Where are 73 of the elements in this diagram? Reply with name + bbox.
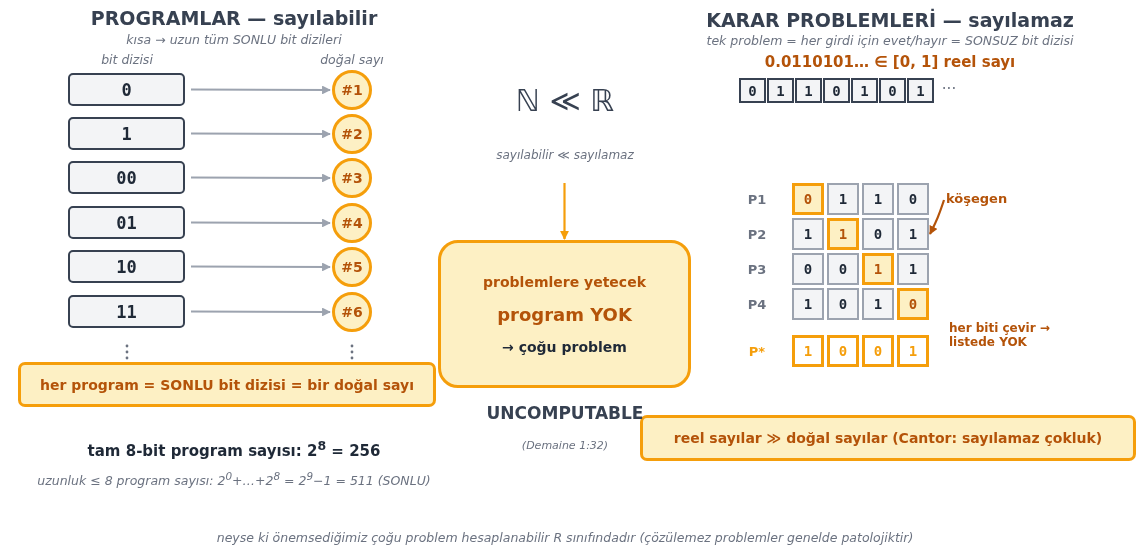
number-circle: #2 <box>332 114 372 154</box>
bit-cell: 1 <box>897 253 929 285</box>
subheading: kısa → uzun tüm SONLU bit dizileri <box>126 31 342 47</box>
diagonal-cell: 0 <box>792 183 824 215</box>
bit-cell: 0 <box>879 78 906 103</box>
arrow <box>191 307 331 317</box>
row-label: P1 <box>747 191 767 207</box>
bit-cell: 1 <box>792 218 824 250</box>
bit-cell: 1 <box>767 78 794 103</box>
number-circle: #5 <box>332 247 372 287</box>
bit-string-box: 1 <box>68 117 185 150</box>
conclusion-box <box>438 240 691 388</box>
bit-string-box: 00 <box>68 161 185 194</box>
bit-string-box: 01 <box>68 206 185 239</box>
citation-text: (Demaine 1:32) <box>521 438 609 452</box>
diagonal-cell: 1 <box>862 253 894 285</box>
bit-cell: 1 <box>792 335 824 367</box>
bit-cell: 1 <box>792 288 824 320</box>
bit-cell: 0 <box>827 288 859 320</box>
bit-cell: 0 <box>897 183 929 215</box>
arrow <box>191 129 331 139</box>
bit-cell: 1 <box>897 218 929 250</box>
caption-text: sayılabilir ≪ sayılamaz <box>496 148 634 162</box>
arrow <box>191 85 331 95</box>
box-note: → çoğu problem <box>502 338 627 355</box>
diagonal-cell: 1 <box>827 218 859 250</box>
subheading: tek problem = her girdi için evet/hayır = SONSUZ bit dizisi <box>706 32 1074 48</box>
number-circle: #3 <box>332 158 372 198</box>
row-label: P4 <box>747 296 767 312</box>
bit-cell: 1 <box>827 183 859 215</box>
number-circle: #1 <box>332 70 372 110</box>
bit-cell: 1 <box>907 78 934 103</box>
bit-cell: 0 <box>862 218 894 250</box>
bit-cell: 1 <box>897 335 929 367</box>
number-circle: #4 <box>332 203 372 243</box>
note-text: uzunluk ≤ 8 program sayısı: 2$^{0}$+…+2$^{8}$ = 2$^{9}$−1 = 511 (SONLU) <box>37 469 431 489</box>
formula-text: 0.0110101… ∈ [0, 1] reel sayı <box>764 53 1016 71</box>
arrow <box>191 262 331 272</box>
bit-cell: 0 <box>862 335 894 367</box>
note-text: her biti çevir → listede YOK <box>949 322 1051 350</box>
ellipsis-text: ··· <box>941 80 957 98</box>
leader-arrow <box>929 199 946 235</box>
bit-cell: 1 <box>862 288 894 320</box>
bit-cell: 0 <box>827 335 859 367</box>
math-formula: ℕ ≪ ℝ <box>515 82 615 118</box>
bit-cell: 1 <box>862 183 894 215</box>
row-label: P* <box>748 343 766 359</box>
bit-cell: 1 <box>851 78 878 103</box>
bit-string-box: 11 <box>68 295 185 328</box>
box-title: program YOK <box>497 303 632 325</box>
summary-box: her program = SONLU bit dizisi = bir doğal sayı <box>18 362 436 407</box>
bit-string-box: 0 <box>68 73 185 106</box>
note-text: neyse ki önemsediğimiz çoğu problem hesaplanabilir R sınıfındadır (çözülemez problemler genelde patolojiktir) <box>216 529 914 545</box>
callout-text: köşegen <box>946 189 1016 207</box>
bit-cell: 0 <box>827 253 859 285</box>
heading: PROGRAMLAR — sayılabilir <box>90 7 378 29</box>
row-label: P3 <box>747 261 767 277</box>
arrow <box>560 183 569 240</box>
arrow <box>191 173 331 183</box>
arrow <box>191 218 331 228</box>
bit-cell: 0 <box>739 78 766 103</box>
count-text: tam 8-bit program sayısı: 2$^{8}$ = 256 <box>87 438 381 460</box>
bit-cell: 0 <box>792 253 824 285</box>
column-heading: doğal sayı <box>320 51 384 67</box>
diagonal-cell: 0 <box>897 288 929 320</box>
number-circle: #6 <box>332 292 372 332</box>
bit-string-box: 10 <box>68 250 185 283</box>
heading: KARAR PROBLEMLERİ — sayılamaz <box>706 9 1074 31</box>
bit-cell: 1 <box>795 78 822 103</box>
box-heading: problemlere yetecek <box>483 273 646 290</box>
row-label: P2 <box>747 226 767 242</box>
column-heading: bit dizisi <box>101 51 153 67</box>
bit-cell: 0 <box>823 78 850 103</box>
